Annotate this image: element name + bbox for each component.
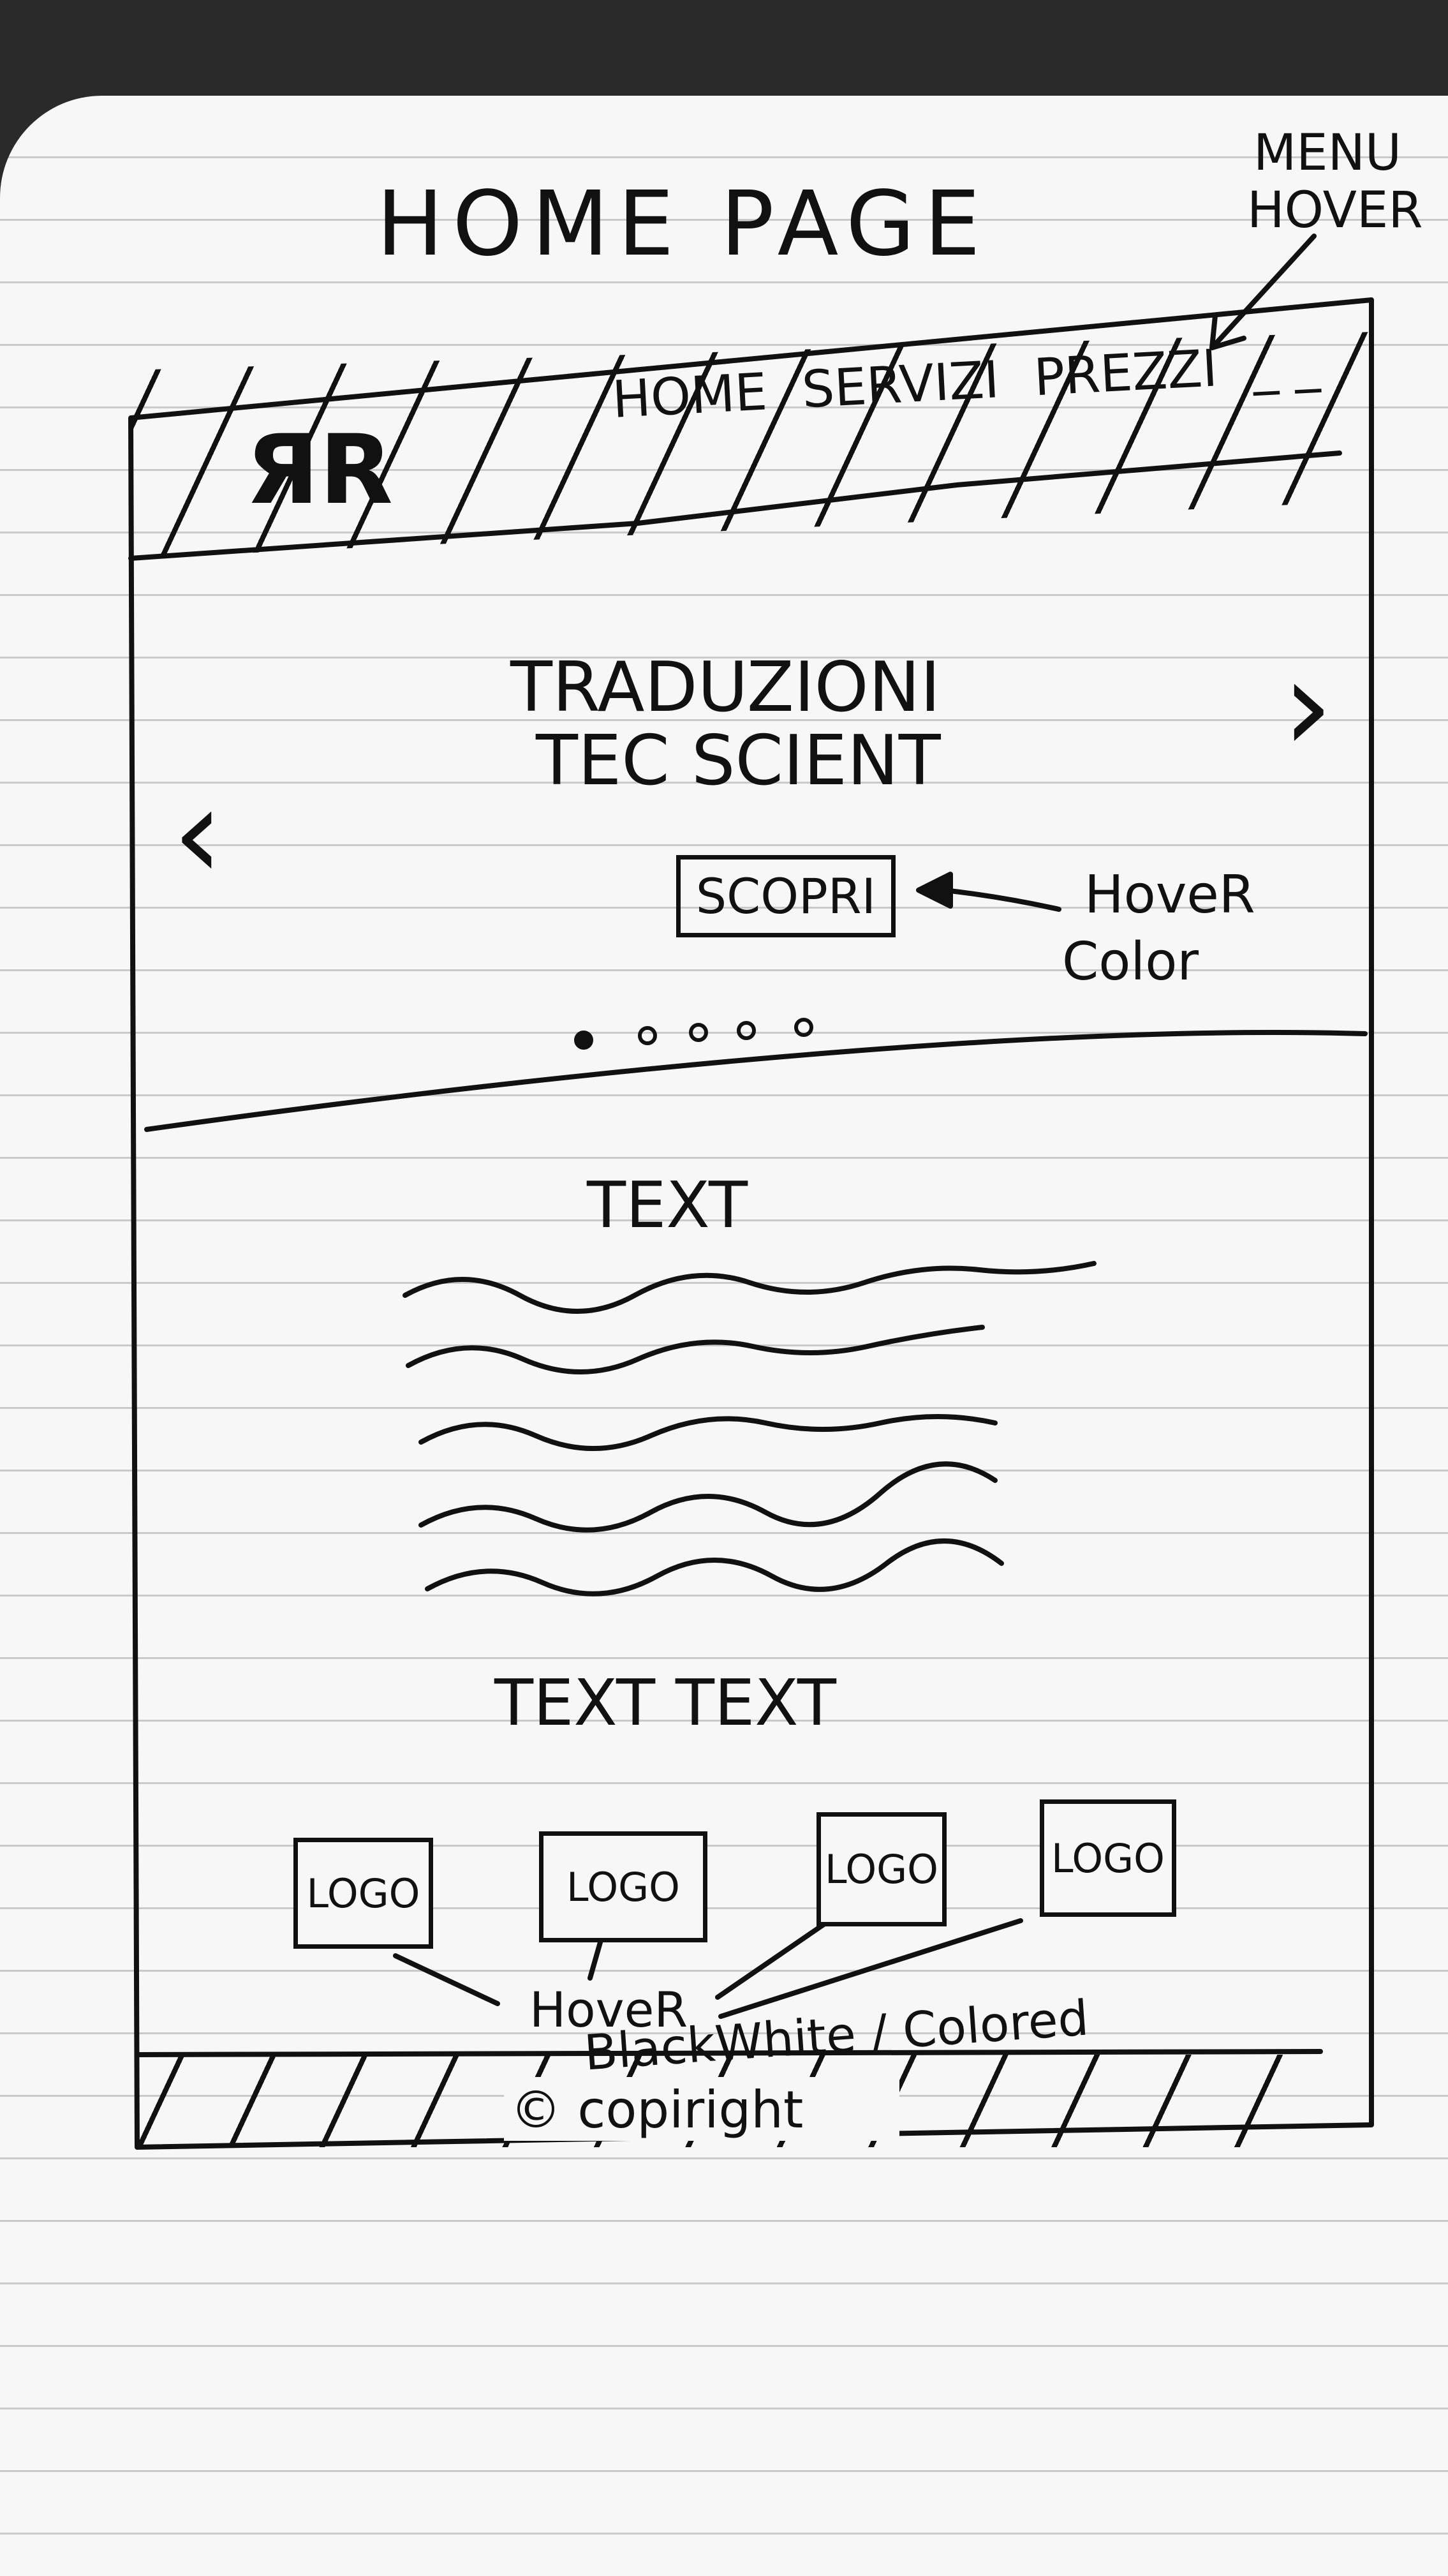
content-subheading: TEXT TEXT [494, 1665, 836, 1740]
client-logo-3[interactable]: LOGO [816, 1812, 947, 1926]
client-logo-3-label: LOGO [825, 1846, 938, 1893]
nav-item-home[interactable]: HOME [610, 362, 769, 429]
button-hover-note-line2: Color [1062, 932, 1199, 992]
frame-outline [128, 297, 1374, 2150]
nav-item-servizi[interactable]: SERVIZI [800, 350, 1001, 420]
header-divider [128, 450, 1342, 561]
hero-title-line1: TRADUZIONI [510, 648, 941, 727]
carousel-prev-icon[interactable]: ‹ [172, 759, 223, 908]
nav-item-prezzi[interactable]: PREZZI [1032, 338, 1219, 408]
carousel-dot-1[interactable] [574, 1031, 593, 1050]
footer-divider [135, 2049, 1323, 2057]
client-logo-1[interactable]: LOGO [293, 1838, 433, 1949]
hero-title-line2: TEC SCIENT [536, 721, 941, 801]
logo-connector-1 [393, 1953, 500, 2006]
client-logo-1-label: LOGO [306, 1870, 420, 1917]
scopri-button[interactable]: SCOPRI [676, 855, 896, 937]
client-logo-2-label: LOGO [566, 1863, 680, 1910]
menu-hover-note-line1: MENU [1253, 124, 1402, 182]
menu-hover-arrow [1209, 234, 1317, 350]
client-logo-4-label: LOGO [1051, 1835, 1165, 1882]
site-logo[interactable]: ЯR [246, 415, 394, 526]
client-logo-4[interactable]: LOGO [1040, 1799, 1176, 1917]
menu-hover-note-line2: HOVER [1247, 182, 1423, 239]
carousel-dot-2[interactable] [638, 1026, 657, 1045]
button-hover-note-line1: HoveR [1084, 865, 1255, 925]
nav-item-more[interactable]: _ _ [1250, 332, 1321, 396]
carousel-dot-4[interactable] [737, 1021, 756, 1040]
text-line-1 [403, 1261, 1097, 1314]
text-line-3 [418, 1414, 998, 1451]
carousel-dot-3[interactable] [689, 1023, 708, 1042]
scopri-button-label: SCOPRI [695, 868, 876, 925]
text-line-5 [425, 1538, 1004, 1597]
content-heading: TEXT [587, 1168, 748, 1242]
button-hover-arrow [942, 888, 1061, 912]
logo-connector-3 [715, 1918, 832, 2000]
client-logo-2[interactable]: LOGO [539, 1831, 707, 1942]
footer-copyright: © copiright [510, 2080, 804, 2140]
footer-label-bg [504, 2077, 899, 2141]
carousel-next-icon[interactable]: › [1282, 632, 1333, 780]
hero-divider [144, 1030, 1368, 1132]
page-title: HOME PAGE [376, 172, 989, 276]
text-line-4 [418, 1461, 998, 1533]
carousel-dot-5[interactable] [794, 1018, 813, 1037]
logo-connector-4 [718, 1918, 1023, 2019]
text-line-2 [406, 1325, 985, 1374]
logos-hover-note: HoveR [529, 1981, 688, 2038]
